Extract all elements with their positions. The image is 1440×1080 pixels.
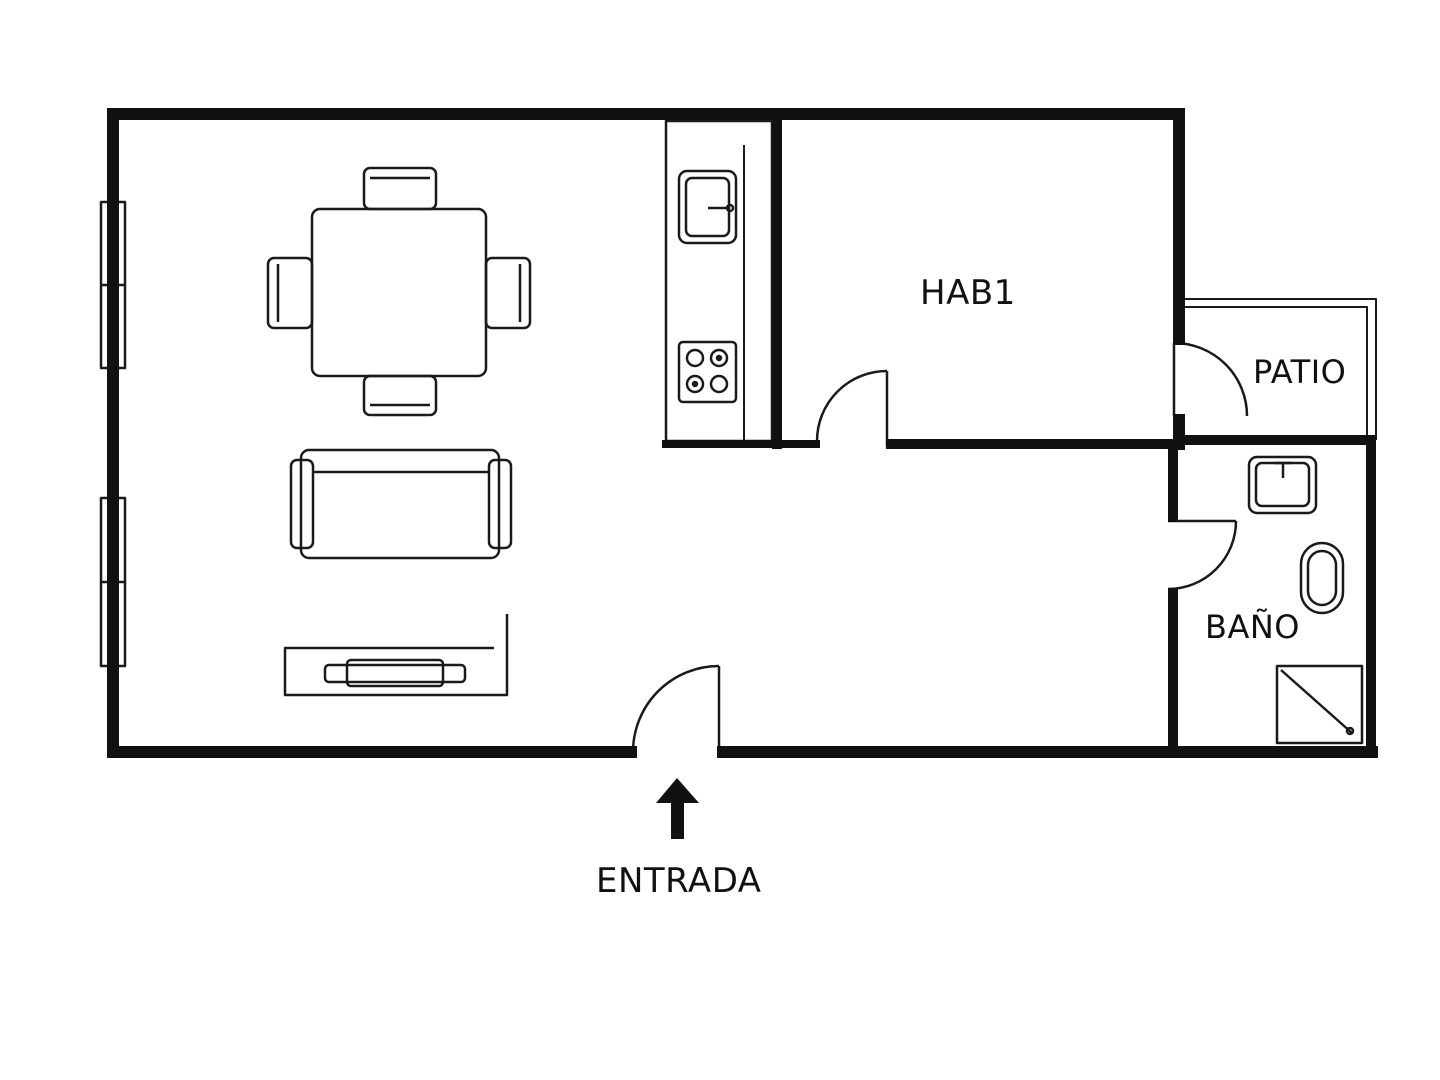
door-swing-icon <box>631 664 721 753</box>
shower-icon <box>1275 664 1364 745</box>
sofa-icon <box>289 448 513 560</box>
walls <box>107 108 1378 758</box>
room-label-bathroom: BAÑO <box>1205 608 1300 646</box>
door-swing-icon <box>815 369 889 447</box>
room-label-bedroom: HAB1 <box>920 273 1016 313</box>
toilet-icon <box>1299 541 1345 615</box>
entrance-label: ENTRADA <box>596 861 762 901</box>
dining-table-icon <box>266 166 532 417</box>
patio-outline <box>1180 298 1377 440</box>
stove-icon <box>677 340 738 404</box>
room-label-patio: PATIO <box>1253 353 1347 391</box>
bathroom-sink-icon <box>1247 455 1318 515</box>
door-swing-icon <box>1167 519 1238 591</box>
tv-unit-icon <box>283 614 509 697</box>
kitchen-sink-icon <box>677 169 738 245</box>
arrow-up-icon <box>656 778 699 839</box>
door-swing-icon <box>1172 341 1249 417</box>
